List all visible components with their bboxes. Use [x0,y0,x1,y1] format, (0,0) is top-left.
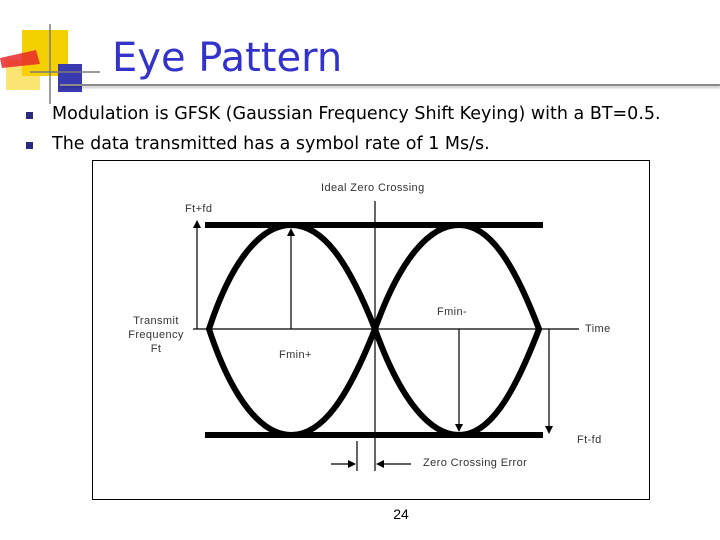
bullet-item: The data transmitted has a symbol rate o… [0,128,720,158]
transmit-frequency-label-line-2: Frequency [128,329,184,341]
ft-minus-fd-label: Ft-fd [577,434,602,446]
bullet-text: Modulation is GFSK (Gaussian Frequency S… [52,104,661,124]
title-divider [60,84,720,86]
ideal-zero-crossing-label: Ideal Zero Crossing [321,182,425,194]
square-bullet-icon [26,142,33,149]
eye-pattern-diagram: Ideal Zero Crossing Ft+fd Transmit Frequ… [92,160,650,500]
bullet-list: Modulation is GFSK (Gaussian Frequency S… [0,98,720,158]
bullet-text: The data transmitted has a symbol rate o… [52,134,490,154]
transmit-frequency-label-line-1: Transmit [133,315,179,327]
fmin-plus-label: Fmin+ [279,349,312,361]
fmin-minus-label: Fmin- [437,306,468,318]
slide-logo-icon [0,24,100,104]
slide-title: Eye Pattern [112,35,343,81]
square-bullet-icon [26,112,33,119]
eye-curves [206,221,542,439]
bullet-item: Modulation is GFSK (Gaussian Frequency S… [0,98,720,128]
transmit-frequency-label-line-3: Ft [150,343,162,355]
time-axis-label: Time [585,323,611,335]
eye-pattern-graphic [193,201,579,471]
ft-plus-fd-label: Ft+fd [185,203,213,215]
page-number: 24 [393,506,409,522]
zero-crossing-error-label: Zero Crossing Error [423,457,528,469]
